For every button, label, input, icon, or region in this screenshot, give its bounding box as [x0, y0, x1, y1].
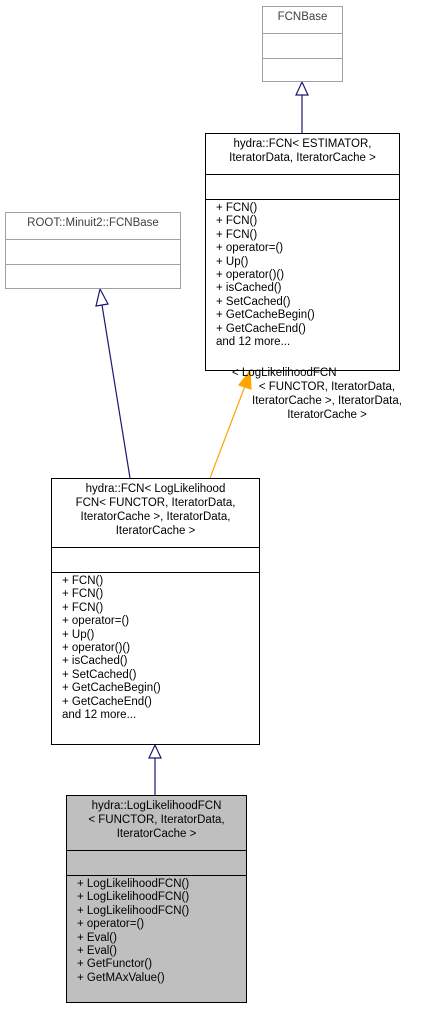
method-item: + FCN() [216, 202, 258, 214]
class-title-line: < FUNCTOR, IteratorData, [88, 814, 225, 826]
inheritance-arrowhead [95, 287, 109, 307]
class-title: hydra::FCN< LogLikelihood FCN< FUNCTOR, … [52, 479, 259, 547]
method-item: + LogLikelihoodFCN() [77, 891, 190, 904]
class-title: hydra::LogLikelihoodFCN < FUNCTOR, Itera… [67, 796, 246, 850]
method-item: + SetCached() [62, 668, 137, 681]
class-title-line: hydra::FCN< LogLikelihood [85, 483, 226, 495]
class-node-loglikelihoodfcn: hydra::LogLikelihoodFCN < FUNCTOR, Itera… [66, 795, 247, 1003]
class-node-fcn-loglikelihood[interactable]: hydra::FCN< LogLikelihood FCN< FUNCTOR, … [51, 478, 260, 745]
more-methods-link: and 12 more... [62, 709, 137, 722]
edge-fcn-loglikelihood-to-root-fcnbase [101, 304, 131, 479]
method-item: + FCN() [62, 575, 104, 587]
template-arrowhead [238, 369, 252, 390]
method-item: + FCN() [62, 601, 104, 614]
class-node-root-minuit2-fcnbase[interactable]: ROOT::Minuit2::FCNBase [5, 212, 181, 289]
method-item: + Eval() [77, 931, 117, 944]
method-item: + isCached() [216, 282, 282, 295]
method-item: + SetCached() [216, 295, 291, 308]
method-item: + GetFunctor() [77, 958, 153, 971]
methods-section: + FCN() + FCN() + FCN() + operator=() + … [52, 572, 259, 722]
method-item: + GetCacheEnd() [62, 695, 152, 708]
method-item: + LogLikelihoodFCN() [77, 904, 190, 917]
edge-label-line: < FUNCTOR, IteratorData, [258, 381, 396, 393]
method-item: + FCN() [216, 228, 258, 241]
inheritance-arrowhead [148, 743, 162, 759]
edge-template-instance [209, 385, 246, 479]
methods-section: + LogLikelihoodFCN() + LogLikelihoodFCN(… [67, 875, 246, 985]
method-item: + Eval() [77, 945, 117, 958]
class-title-line: hydra::FCN< ESTIMATOR, [233, 138, 372, 150]
attributes-section [52, 547, 259, 572]
class-title-line: ROOT::Minuit2::FCNBase [27, 217, 159, 229]
methods-section [6, 264, 180, 288]
method-item: + operator()() [216, 269, 285, 282]
methods-section [263, 58, 342, 81]
method-item: + LogLikelihoodFCN() [77, 878, 190, 890]
method-item: + FCN() [62, 588, 104, 601]
class-title-line: FCNBase [277, 11, 328, 23]
class-title: FCNBase [263, 7, 342, 33]
class-title: hydra::FCN< ESTIMATOR, IteratorData, Ite… [206, 134, 399, 174]
class-title: ROOT::Minuit2::FCNBase [6, 213, 180, 239]
method-item: + Up() [62, 628, 95, 641]
attributes-section [263, 33, 342, 58]
edge-label-line: IteratorCache >, IteratorData, [252, 395, 402, 407]
method-item: + GetMAxValue() [77, 971, 165, 984]
edge-label-line: < LogLikelihoodFCN [232, 367, 337, 379]
method-item: + operator=() [216, 242, 284, 255]
class-title-line: IteratorCache >, IteratorData, [80, 511, 231, 523]
class-title-line: hydra::LogLikelihoodFCN [91, 800, 222, 812]
edge-label-line: IteratorCache > [287, 409, 367, 421]
method-item: + GetCacheBegin() [216, 309, 315, 322]
methods-section: + FCN() + FCN() + FCN() + operator=() + … [206, 199, 399, 349]
inheritance-arrowhead [295, 80, 309, 96]
method-item: + operator=() [62, 615, 130, 628]
class-node-fcn-estimator[interactable]: hydra::FCN< ESTIMATOR, IteratorData, Ite… [205, 133, 400, 371]
method-item: + FCN() [216, 215, 258, 228]
class-title-line: IteratorData, IteratorCache > [229, 152, 376, 164]
attributes-section [6, 239, 180, 264]
attributes-section [67, 850, 246, 875]
class-title-line: FCN< FUNCTOR, IteratorData, [75, 497, 236, 509]
method-item: + Up() [216, 255, 249, 268]
class-title-line: IteratorCache > [116, 828, 197, 840]
class-node-fcnbase[interactable]: FCNBase [262, 6, 343, 82]
method-item: + operator=() [77, 918, 145, 931]
template-edge-label: < LogLikelihoodFCN < FUNCTOR, IteratorDa… [232, 366, 422, 422]
attributes-section [206, 174, 399, 199]
method-item: + isCached() [62, 655, 128, 668]
method-item: + operator()() [62, 642, 131, 655]
more-methods-link: and 12 more... [216, 336, 291, 349]
class-title-line: IteratorCache > [115, 525, 196, 537]
method-item: + GetCacheEnd() [216, 322, 306, 335]
method-item: + GetCacheBegin() [62, 682, 161, 695]
